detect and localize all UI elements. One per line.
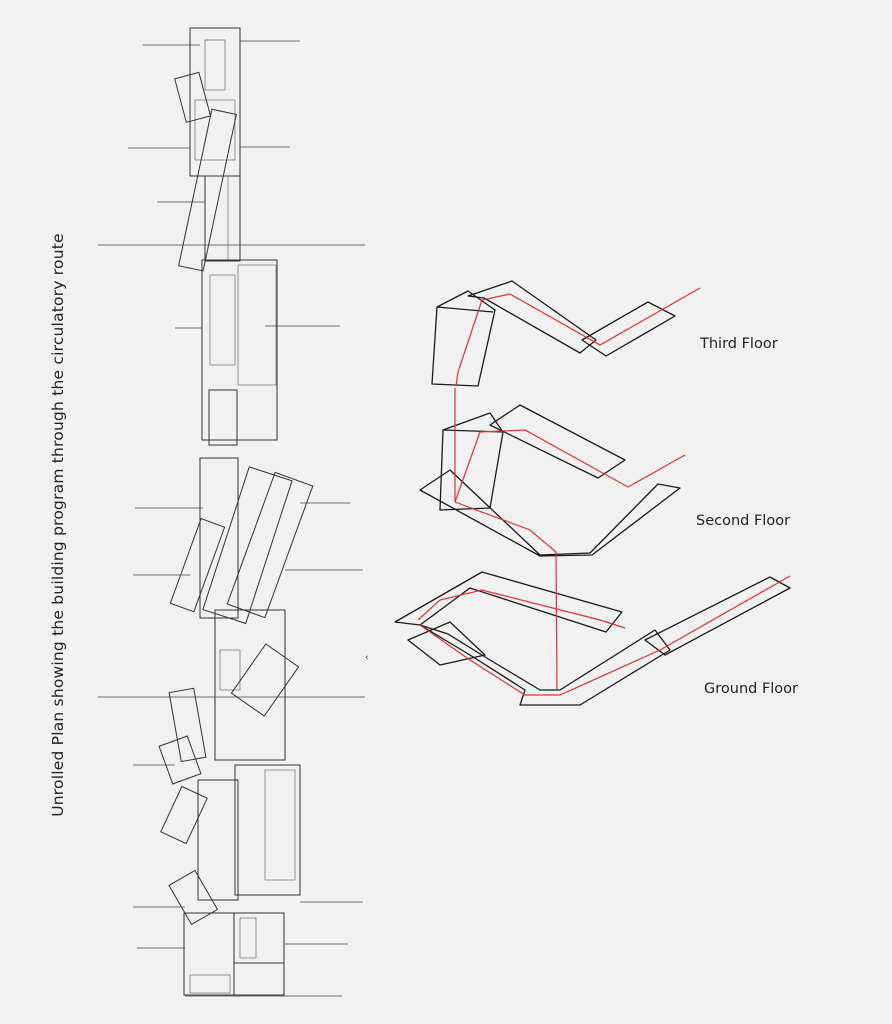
plan-leader-lines	[98, 40, 365, 997]
svg-text:‹: ‹	[365, 653, 369, 663]
plan-outlines	[158, 27, 314, 996]
second-floor-volume	[439, 412, 504, 511]
ground-floor-route	[417, 589, 626, 629]
ground-floor-path	[419, 624, 671, 706]
second-floor-deck	[419, 469, 681, 557]
second-floor-route	[454, 388, 686, 503]
third-floor-wing-a	[467, 280, 597, 354]
ground-floor-room	[407, 621, 486, 666]
label-second-floor: Second Floor	[696, 513, 791, 529]
ground-floor-wing-b	[644, 576, 791, 656]
third-floor-volume	[431, 290, 496, 387]
label-ground-floor: Ground Floor	[704, 681, 799, 697]
third-floor-wing-b	[581, 301, 676, 357]
ground-floor-wing-a	[394, 571, 623, 633]
circulation-route-model: ‹	[365, 280, 791, 706]
third-floor-route	[455, 287, 701, 387]
second-floor-wing-a	[489, 404, 626, 479]
label-third-floor: Third Floor	[700, 336, 778, 352]
